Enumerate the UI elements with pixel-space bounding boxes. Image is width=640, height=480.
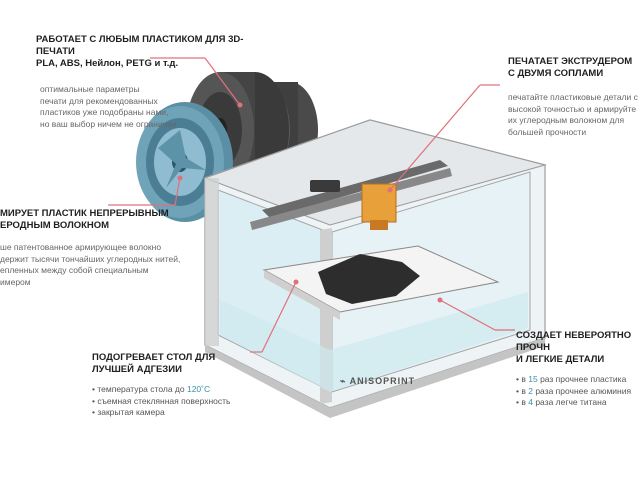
callout-extruder: ПЕЧАТАЕТ ЭКСТРУДЕРОМ С ДВУМЯ СОПЛАМИ печ…	[508, 56, 640, 138]
brand-mark-icon: ⌁	[340, 376, 347, 386]
callout-subtitle: ЛУЧШЕЙ АДГЕЗИИ	[92, 364, 182, 375]
callout-text-line: но ваш выбор ничем не ограничен	[40, 118, 177, 129]
callout-text-line: оптимальные параметры	[40, 84, 140, 94]
callout-subtitle: PLA, ABS, Нейлон, PETG и т.д.	[36, 58, 179, 69]
callout-text-line: пластиков уже подобраны нами,	[40, 107, 169, 117]
callout-subtitle: ЕРОДНЫМ ВОЛОКНОМ	[0, 220, 110, 231]
callout-title: ПОДОГРЕВАЕТ СТОЛ ДЛЯ	[92, 352, 216, 363]
blue-spool	[136, 102, 233, 222]
callout-text-line: епленных между собой специальным	[0, 265, 149, 275]
brand-name: ANISOPRINT	[349, 376, 416, 386]
bed-bullet: закрытая камера	[92, 407, 272, 419]
strength-bullet: в 4 раза легче титана	[516, 397, 640, 409]
callout-text-line: имером	[0, 276, 31, 287]
bed-bullet: съемная стеклянная поверхность	[92, 396, 272, 408]
callout-text-line: ше патентованное армирующее волокно	[0, 242, 162, 252]
bed-bullet: температура стола до 120˚C	[92, 384, 272, 396]
callout-plastics: РАБОТАЕТ С ЛЮБЫМ ПЛАСТИКОМ ДЛЯ 3D-ПЕЧАТИ…	[36, 34, 256, 130]
strength-bullet: в 15 раз прочнее пластика	[516, 374, 640, 386]
callout-fiber: МИРУЕТ ПЛАСТИК НЕПРЕРЫВНЫМ ЕРОДНЫМ ВОЛОК…	[0, 208, 190, 288]
callout-text-line: печатайте пластиковые детали с	[508, 92, 638, 102]
callout-heated-bed: ПОДОГРЕВАЕТ СТОЛ ДЛЯ ЛУЧШЕЙ АДГЕЗИИ темп…	[92, 352, 272, 419]
callout-subtitle: С ДВУМЯ СОПЛАМИ	[508, 68, 604, 79]
strength-bullet: в 2 раза прочнее алюминия	[516, 386, 640, 398]
callout-subtitle: И ЛЕГКИЕ ДЕТАЛИ	[516, 354, 605, 365]
callout-text-line: высокой точностью и армируйте	[508, 103, 637, 114]
callout-title: РАБОТАЕТ С ЛЮБЫМ ПЛАСТИКОМ ДЛЯ 3D-ПЕЧАТИ	[36, 34, 244, 57]
callout-text-line: печати для рекомендованных	[40, 95, 158, 106]
callout-title: СОЗДАЕТ НЕВЕРОЯТНО ПРОЧН	[516, 330, 632, 353]
callout-text-line: их углеродным волокном для	[508, 115, 625, 125]
brand-logo: ⌁ ANISOPRINT	[340, 376, 415, 387]
callout-title: МИРУЕТ ПЛАСТИК НЕПРЕРЫВНЫМ	[0, 208, 169, 219]
callout-text-line: большей прочности	[508, 126, 587, 137]
callout-text-line: держит тысячи тончайших углеродных нитей…	[0, 253, 181, 264]
callout-strength: СОЗДАЕТ НЕВЕРОЯТНО ПРОЧН И ЛЕГКИЕ ДЕТАЛИ…	[516, 330, 640, 409]
printer-body	[203, 119, 547, 418]
callout-title: ПЕЧАТАЕТ ЭКСТРУДЕРОМ	[508, 56, 633, 67]
